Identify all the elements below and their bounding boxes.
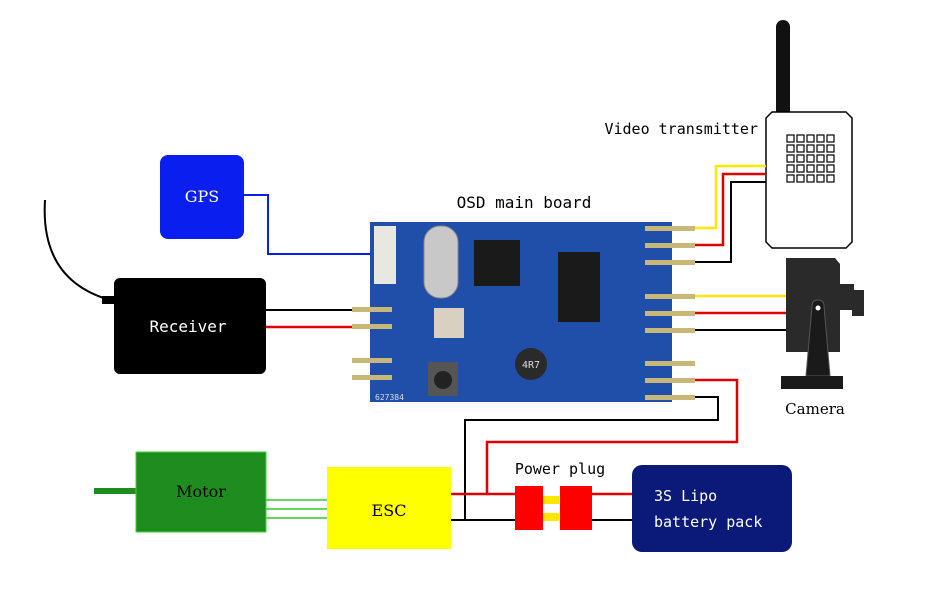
- grille-cell: [826, 154, 835, 163]
- right-pin-header: [645, 226, 695, 400]
- camera-base: [781, 376, 843, 389]
- motor-label: Motor: [176, 482, 226, 501]
- esc-label: ESC: [372, 501, 407, 520]
- osd-chip: [558, 252, 600, 322]
- camera-mount: [805, 299, 831, 377]
- vtx-grille: [786, 134, 835, 183]
- esc: [327, 467, 451, 549]
- board-power-wire-red: [485, 378, 739, 494]
- power-plug-female: [560, 486, 592, 530]
- grille-cell: [796, 174, 805, 183]
- grille-cell: [786, 134, 795, 143]
- power-plug-label: Power plug: [515, 460, 605, 478]
- gps-module: [160, 155, 244, 239]
- osd-board-label: OSD main board: [457, 193, 592, 212]
- grille-cell: [796, 154, 805, 163]
- gps-wire: [244, 194, 372, 255]
- battery-pack: [632, 465, 792, 552]
- receiver-label: Receiver: [149, 317, 226, 336]
- grille-cell: [816, 174, 825, 183]
- grille-cell: [816, 144, 825, 153]
- vtx-antenna: [776, 20, 790, 120]
- grille-cell: [796, 134, 805, 143]
- gps-connector: [374, 226, 396, 284]
- gps-label: GPS: [185, 187, 220, 206]
- vtx-wire-black: [695, 181, 766, 263]
- grille-cell: [826, 164, 835, 173]
- grille-cell: [816, 154, 825, 163]
- inductor-marking: 4R7: [522, 360, 540, 371]
- antenna-connector: [102, 296, 116, 304]
- battery-label-line1: 3S Lipo: [654, 487, 717, 505]
- grille-cell: [796, 164, 805, 173]
- mcu-chip: [474, 240, 520, 286]
- grille-cell: [806, 154, 815, 163]
- left-pin-header: [352, 307, 392, 380]
- grille-cell: [786, 164, 795, 173]
- receiver-module: [114, 278, 266, 374]
- grille-cell: [816, 134, 825, 143]
- grille-cell: [826, 174, 835, 183]
- battery-label-line2: battery pack: [654, 513, 762, 531]
- video-transmitter: [765, 111, 853, 249]
- vtx-wire-red: [695, 172, 766, 247]
- grille-cell: [826, 134, 835, 143]
- push-button-cap[interactable]: [434, 371, 452, 389]
- grille-cell: [786, 174, 795, 183]
- vtx-label: Video transmitter: [604, 120, 758, 138]
- board-power-wire-black: [464, 396, 719, 520]
- sensor: [434, 308, 464, 338]
- vtx-wire-yellow: [695, 164, 766, 230]
- motor-wires: [266, 499, 327, 519]
- motor: [135, 451, 267, 533]
- camera-lens: [840, 284, 854, 310]
- grille-cell: [826, 144, 835, 153]
- grille-cell: [806, 144, 815, 153]
- crystal-y1: [423, 225, 459, 299]
- motor-shaft: [94, 488, 138, 494]
- board-serial: 627384: [375, 393, 404, 402]
- receiver-antenna: [43, 199, 111, 301]
- grille-cell: [806, 174, 815, 183]
- grille-cell: [806, 134, 815, 143]
- grille-cell: [806, 164, 815, 173]
- grille-cell: [796, 144, 805, 153]
- inductor: [515, 348, 547, 380]
- grille-cell: [786, 154, 795, 163]
- grille-cell: [786, 144, 795, 153]
- grille-cell: [816, 164, 825, 173]
- power-plug-male: [515, 486, 543, 530]
- camera-label: Camera: [785, 400, 845, 418]
